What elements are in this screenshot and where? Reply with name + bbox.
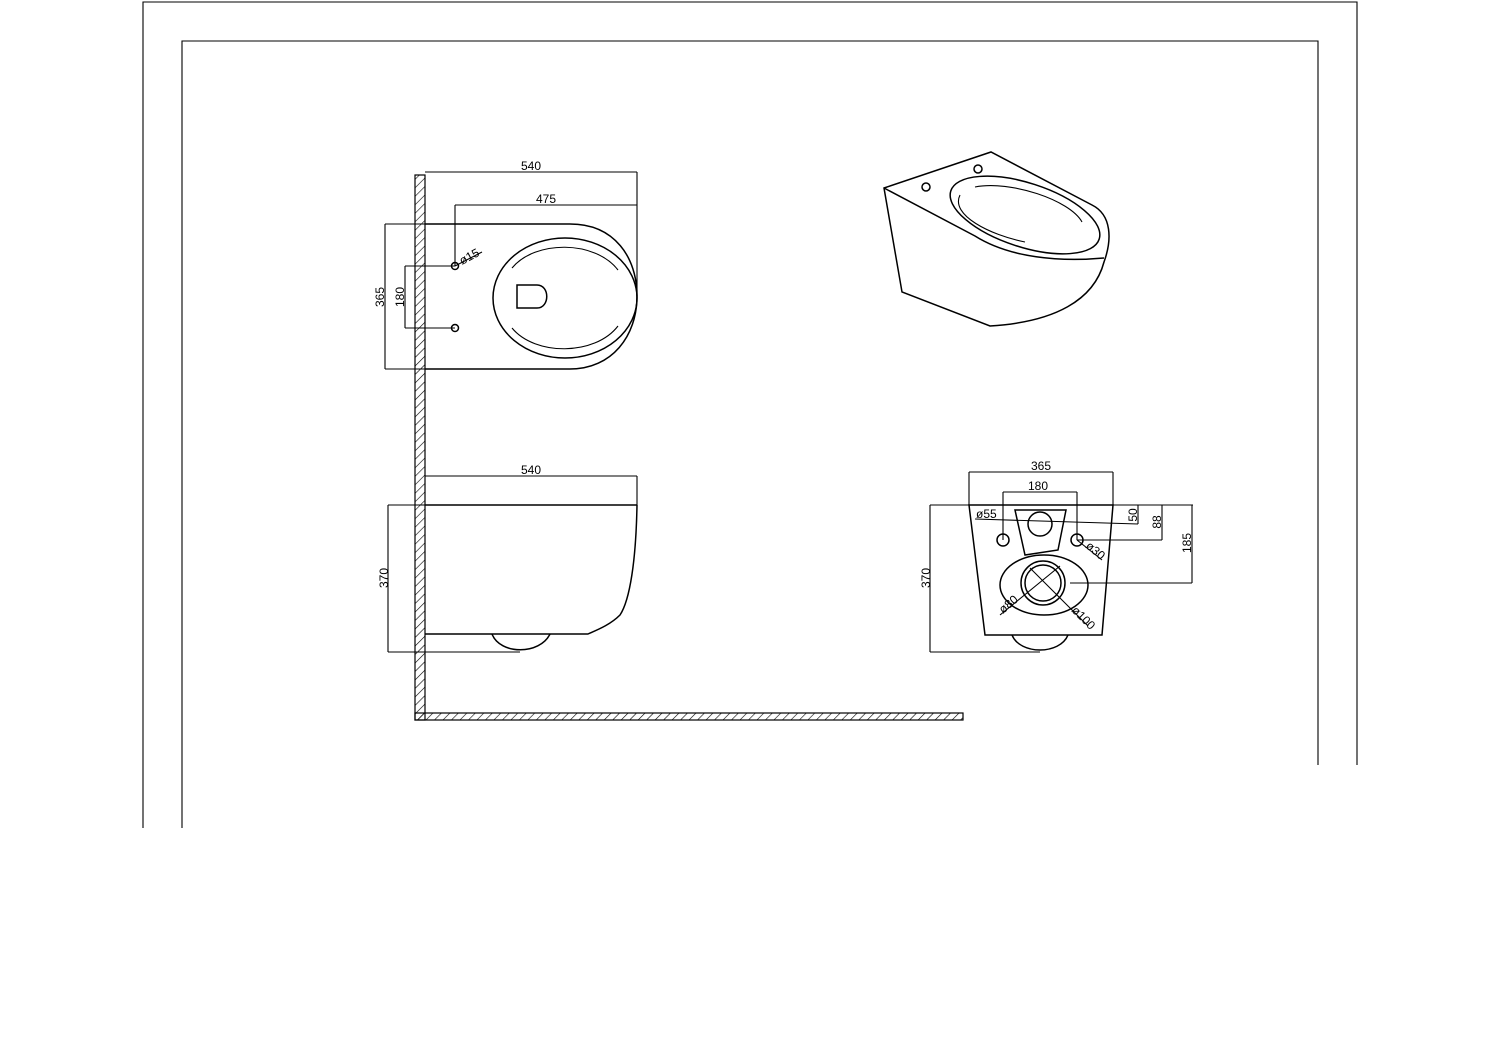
dim-inlet-diameter: ø55 <box>976 507 997 521</box>
dim-inlet-height-a: 50 <box>1126 508 1140 522</box>
dim-top-fixing-spacing: 180 <box>393 287 407 307</box>
dim-inlet-height-b: 88 <box>1150 515 1164 529</box>
dim-front-height: 370 <box>919 568 933 588</box>
dim-top-fixing-distance: 475 <box>536 192 556 206</box>
wall-section <box>414 174 964 721</box>
isometric-view <box>883 151 1110 327</box>
dim-fixing-hole: ø15 <box>457 245 482 267</box>
dim-front-width: 365 <box>1031 459 1051 473</box>
side-view: 540 370 <box>377 463 638 653</box>
dim-hole-diameter: ø30 <box>1083 539 1108 563</box>
dim-side-height: 370 <box>377 568 391 588</box>
dim-outlet-height: 185 <box>1180 533 1194 553</box>
dim-side-length: 540 <box>521 463 541 477</box>
tap-hole-icon <box>921 182 931 192</box>
dim-top-length: 540 <box>521 159 541 173</box>
outlet-outer-icon <box>1020 560 1066 606</box>
dim-outlet-inner: ø80 <box>996 592 1021 616</box>
front-view: 365 180 370 50 88 185 ø55 ø30 ø80 ø100 <box>919 459 1194 653</box>
tap-hole-icon <box>973 164 983 174</box>
dim-outlet-outer: ø100 <box>1069 603 1098 632</box>
dim-front-inlet-spacing: 180 <box>1028 479 1048 493</box>
outlet-inner-icon <box>1024 564 1062 602</box>
dim-top-width: 365 <box>373 287 387 307</box>
top-view: 540 475 365 180 ø15 <box>373 159 638 370</box>
inlet-circle-icon <box>1027 511 1053 537</box>
drawing-frame <box>142 1 1358 828</box>
